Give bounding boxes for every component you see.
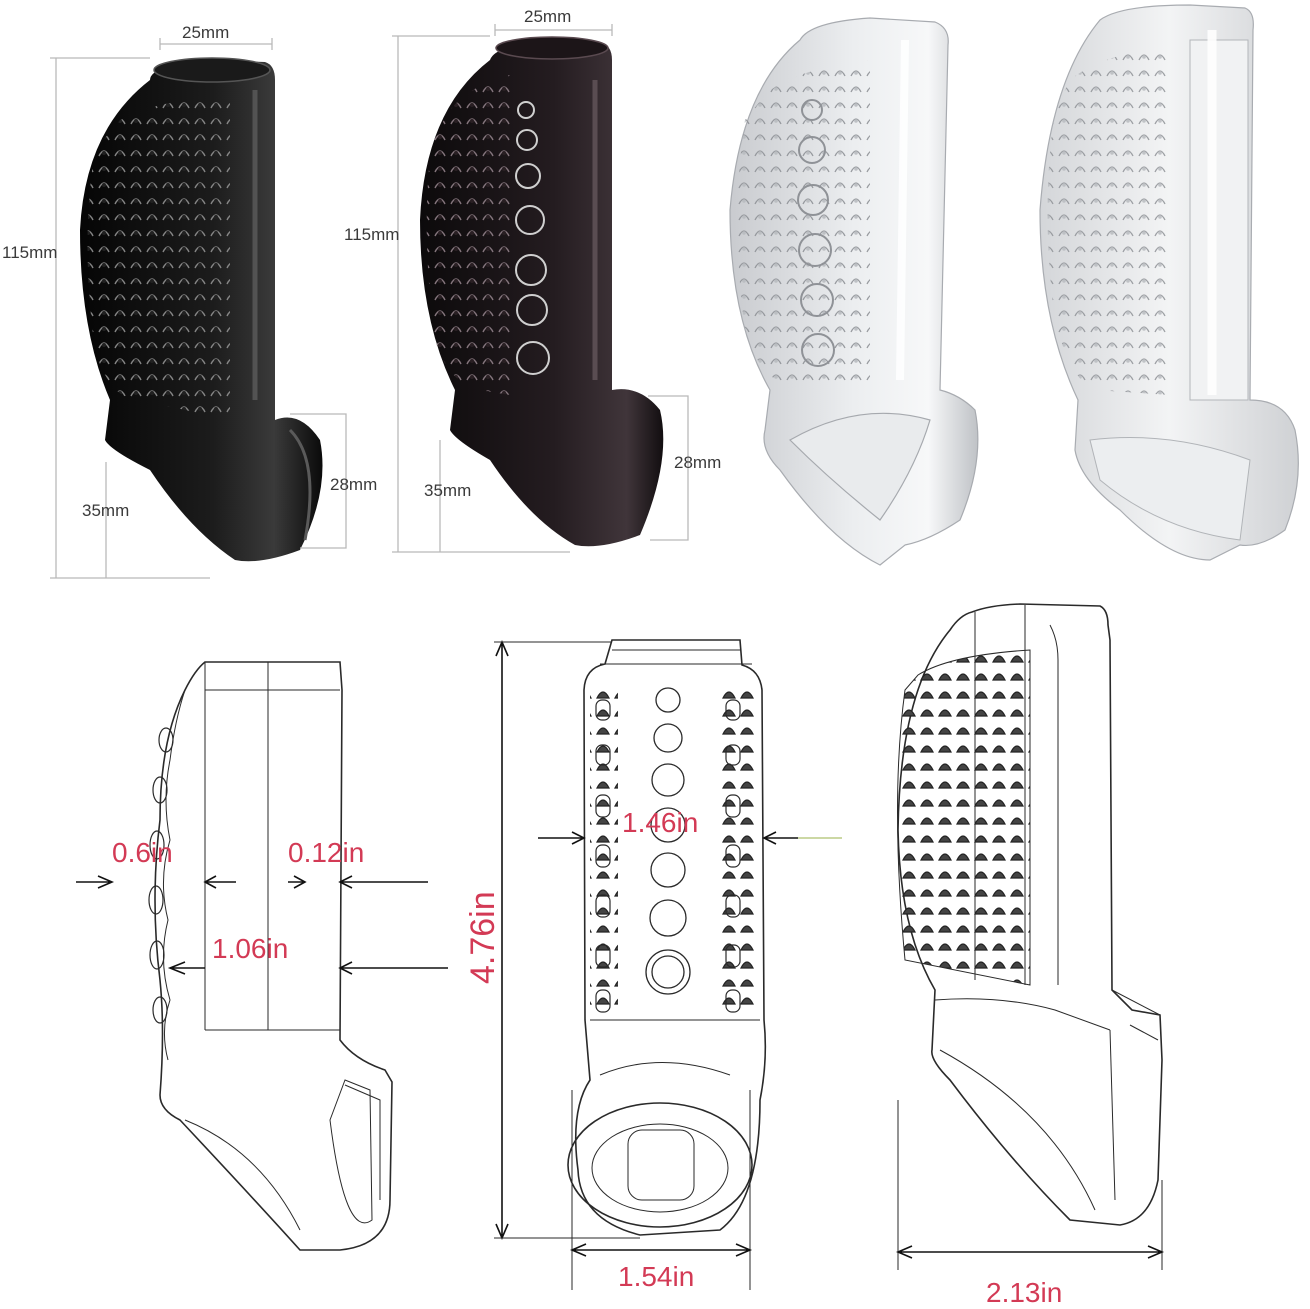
side-view-dimensions: 0.6in 0.12in 1.06in [76,837,448,975]
front-view-height-label: 4.76in [464,891,502,984]
product2-base-label: 35mm [424,481,471,500]
front-view-inner-width-label: 1.46in [622,807,698,838]
product-photo-clear-angled [729,17,979,566]
product2-height-label: 115mm [344,225,399,244]
product-photo-clear-side [1039,4,1299,561]
product1-top-width-label: 25mm [182,23,229,42]
product2-dimensions: 25mm 115mm 35mm 28mm [344,7,721,553]
side-view-wall-label: 0.12in [288,837,364,868]
product-photo-dark [420,36,664,547]
product2-ring-label: 28mm [674,453,721,472]
front-view-base-width-label: 1.54in [618,1261,694,1292]
product2-top-width-label: 25mm [524,7,571,26]
front-view-drawing [567,639,767,1236]
product-photo-black [80,57,323,562]
product3-ring-column [797,99,835,367]
front-view-dimensions: 1.46in 4.76in 1.54in [464,639,842,1292]
product1-dimensions: 25mm 115mm 35mm 28mm [2,23,377,579]
product2-ring-column [515,101,550,375]
product1-ring-label: 28mm [330,475,377,494]
product1-height-label: 115mm [2,243,57,262]
side-view-drawing [148,661,393,1251]
perspective-view-base-width-label: 2.13in [986,1277,1062,1308]
side-view-inner-width-label: 1.06in [212,933,288,964]
side-view-texture-depth-label: 0.6in [112,837,173,868]
perspective-view-dimensions: 2.13in [895,1100,1165,1308]
perspective-view-drawing [897,603,1163,1226]
product1-base-label: 35mm [82,501,129,520]
